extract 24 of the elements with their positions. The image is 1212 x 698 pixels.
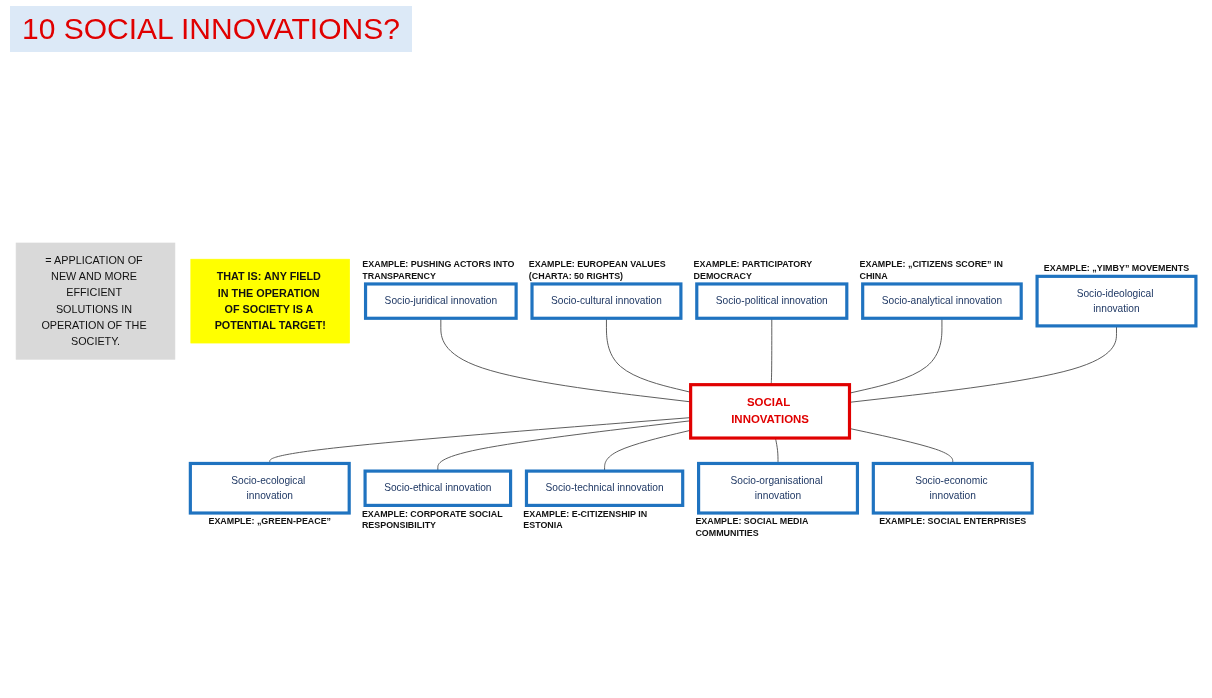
node-box: Socio-ecological innovation [188, 461, 351, 515]
node-box: = APPLICATION OF NEW AND MORE EFFICIENT SOLUTIONS IN OPERATION OF THE SOCIETY. [15, 242, 176, 360]
title: 10 SOCIAL INNOVATIONS? [10, 6, 412, 52]
node-box: Socio-cultural innovation [530, 282, 683, 320]
example-text: EXAMPLE: PARTICIPATORY DEMOCRACY [693, 258, 814, 282]
example-text: EXAMPLE: E-CITIZENSHIP IN ESTONIA [523, 507, 649, 532]
example-text: EXAMPLE: „GREEN-PEACE” [208, 515, 332, 528]
node-box: Socio-ideological innovation [1035, 274, 1198, 328]
example-text: EXAMPLE: SOCIAL MEDIA COMMUNITIES [695, 515, 810, 539]
node-box: Socio-organisational innovation [697, 461, 859, 515]
node-box: Socio-ethical innovation [363, 469, 513, 507]
node-box: Socio-juridical innovation [363, 282, 518, 320]
node-box: THAT IS: ANY FIELD IN THE OPERATION OF SOCIETY IS A POTENTIAL TARGET! [190, 258, 350, 344]
node-box: Socio-technical innovation [524, 469, 685, 507]
example-text: EXAMPLE: CORPORATE SOCIAL RESPONSIBILITY [361, 507, 504, 532]
node-box: Socio-analytical innovation [861, 282, 1023, 320]
example-text: EXAMPLE: „CITIZENS SCORE” IN CHINA [859, 258, 1004, 282]
example-text: EXAMPLE: „YIMBY” MOVEMENTS [1043, 262, 1190, 274]
node-box: Socio-economic innovation [871, 461, 1034, 515]
example-text: EXAMPLE: EUROPEAN VALUES (CHARTA: 50 RIGHTS) [528, 258, 667, 282]
node-box: SOCIAL INNOVATIONS [689, 383, 852, 440]
example-text: EXAMPLE: SOCIAL ENTERPRISES [879, 515, 1027, 528]
example-text: EXAMPLE: PUSHING ACTORS INTO TRANSPARENCY [362, 258, 516, 282]
node-box: Socio-political innovation [695, 282, 849, 320]
